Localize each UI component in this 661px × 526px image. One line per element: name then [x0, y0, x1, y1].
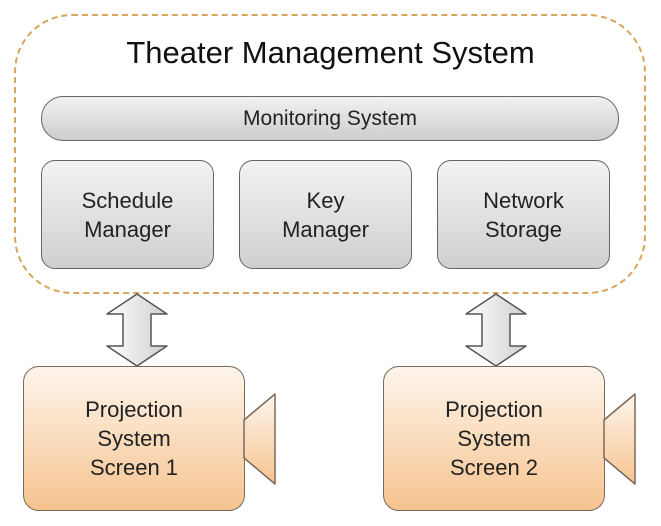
- schedule-manager-node: Schedule Manager: [41, 160, 214, 269]
- monitoring-system-label: Monitoring System: [243, 106, 417, 130]
- projector-lens-icon-1: [243, 393, 276, 485]
- network-storage-node: Network Storage: [437, 160, 610, 269]
- double-arrow-icon-right: [465, 293, 527, 367]
- schedule-manager-label: Schedule Manager: [81, 187, 174, 242]
- diagram-title: Theater Management System: [126, 35, 535, 70]
- projection-screen-1-node: Projection System Screen 1: [23, 366, 245, 511]
- double-arrow-icon-left: [106, 293, 168, 367]
- monitoring-system-node: Monitoring System: [41, 96, 619, 141]
- projection-screen-2-node: Projection System Screen 2: [383, 366, 605, 511]
- key-manager-node: Key Manager: [239, 160, 412, 269]
- projection-screen-2-label: Projection System Screen 2: [445, 397, 543, 480]
- theater-management-container: [14, 14, 646, 294]
- projector-lens-icon-2: [603, 393, 636, 485]
- projection-screen-1-label: Projection System Screen 1: [85, 397, 183, 480]
- network-storage-label: Network Storage: [483, 187, 564, 242]
- key-manager-label: Key Manager: [282, 187, 369, 242]
